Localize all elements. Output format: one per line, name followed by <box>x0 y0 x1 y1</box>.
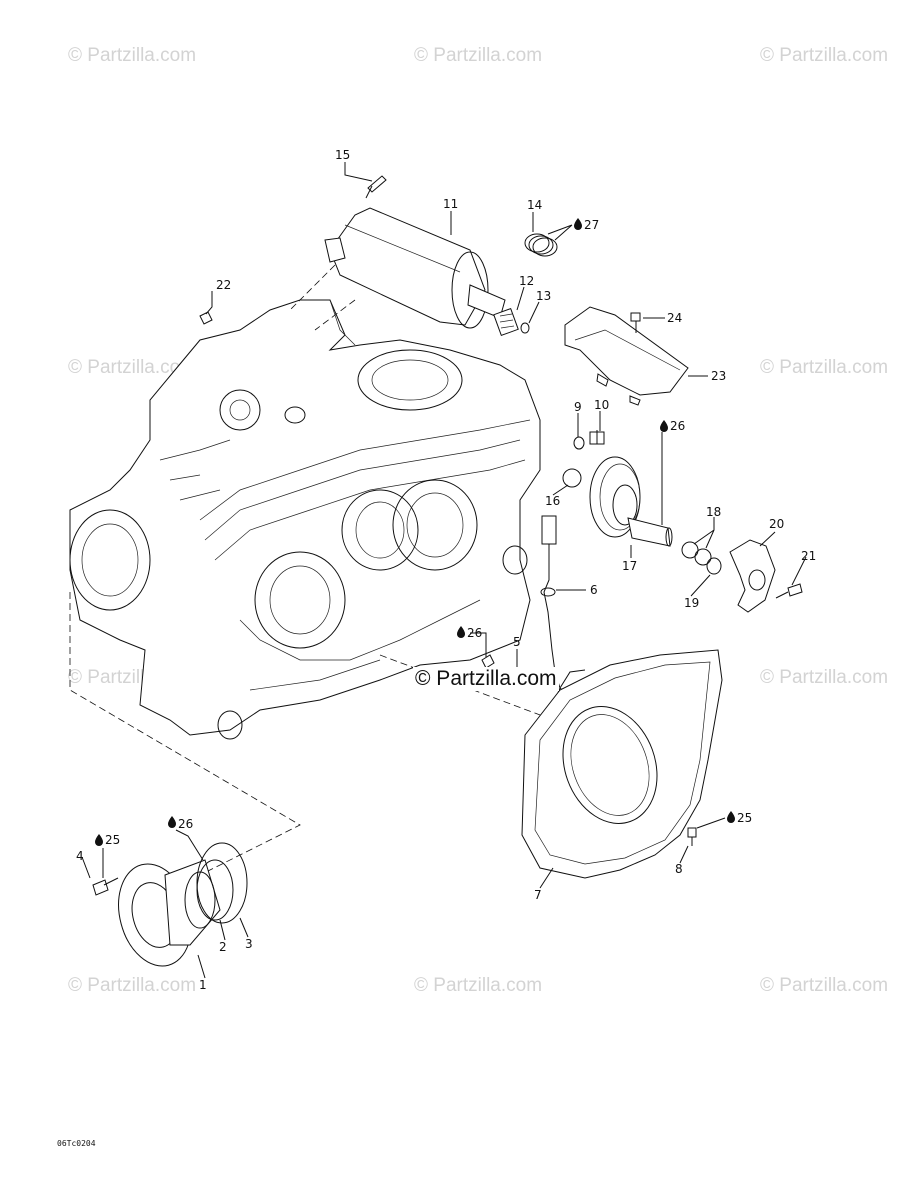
label-7: 7 <box>534 888 542 902</box>
bolt-4 <box>92 877 119 896</box>
part-22 <box>199 311 213 325</box>
label-17: 17 <box>622 559 637 573</box>
watermark: © Partzilla.com <box>68 975 197 996</box>
watermark: © Partzilla.com <box>760 45 889 66</box>
part-labels: 15 11 14 27 22 12 13 24 23 9 10 26 16 18… <box>76 148 816 992</box>
bolt-21 <box>775 583 803 599</box>
center-watermark: © Partzilla.com <box>413 667 559 691</box>
label-10: 10 <box>594 398 609 412</box>
label-20: 20 <box>769 517 784 531</box>
drop-icon <box>168 816 176 828</box>
leader-lines <box>81 162 807 979</box>
label-14: 14 <box>527 198 542 212</box>
lever-20 <box>729 539 776 613</box>
watermark: © Partzilla.com <box>68 357 197 378</box>
label-4: 4 <box>76 849 84 863</box>
clip-13 <box>520 322 530 334</box>
label-26-upper: 26 <box>670 419 685 433</box>
label-12: 12 <box>519 274 534 288</box>
label-9: 9 <box>574 400 582 414</box>
spring-14 <box>524 233 558 257</box>
label-11: 11 <box>443 197 458 211</box>
magneto-cover-7 <box>521 649 723 879</box>
oring-3 <box>196 842 248 924</box>
drop-icon <box>574 218 582 230</box>
washer-18 <box>681 541 699 559</box>
pinion-12 <box>493 307 519 337</box>
bolt-8 <box>687 827 697 846</box>
label-16: 16 <box>545 494 560 508</box>
footer-code: 06Tc0204 <box>57 1139 96 1148</box>
bearing-16 <box>562 468 582 488</box>
drop-icon <box>457 626 465 638</box>
label-13: 13 <box>536 289 551 303</box>
watermark: © Partzilla.com <box>760 357 889 378</box>
gear-17 <box>589 456 673 547</box>
label-2: 2 <box>219 940 227 954</box>
label-21: 21 <box>801 549 816 563</box>
bolt-24 <box>630 312 641 333</box>
watermark: © Partzilla.com <box>414 45 543 66</box>
label-1: 1 <box>199 978 207 992</box>
bolt-10 <box>589 430 605 445</box>
drop-icon <box>660 420 668 432</box>
label-19: 19 <box>684 596 699 610</box>
label-23: 23 <box>711 369 726 383</box>
watermark: © Partzilla.com <box>414 975 543 996</box>
drop-icon <box>727 811 735 823</box>
bolt-5 <box>481 654 495 669</box>
label-15: 15 <box>335 148 350 162</box>
label-25-right: 25 <box>737 811 752 825</box>
label-24: 24 <box>667 311 682 325</box>
watermark: © Partzilla.com <box>68 45 197 66</box>
lubricant-drop-icons <box>95 218 735 846</box>
washer-19 <box>706 557 722 575</box>
crankcase <box>69 299 541 740</box>
label-6: 6 <box>590 583 598 597</box>
label-22: 22 <box>216 278 231 292</box>
bolt-15 <box>365 175 387 199</box>
label-8: 8 <box>675 862 683 876</box>
label-25-left: 25 <box>105 833 120 847</box>
label-5: 5 <box>513 635 521 649</box>
housing-1 <box>118 859 221 967</box>
label-27: 27 <box>584 218 599 232</box>
watermark: © Partzilla.com <box>760 667 889 688</box>
label-3: 3 <box>245 937 253 951</box>
washer-9 <box>573 436 585 450</box>
cover-23 <box>564 306 689 406</box>
washer-18b <box>694 548 712 566</box>
starter-motor <box>324 207 506 329</box>
drop-icon <box>95 834 103 846</box>
label-26-middle: 26 <box>467 626 482 640</box>
watermark: © Partzilla.com <box>760 975 889 996</box>
label-26-lower: 26 <box>178 817 193 831</box>
label-18: 18 <box>706 505 721 519</box>
